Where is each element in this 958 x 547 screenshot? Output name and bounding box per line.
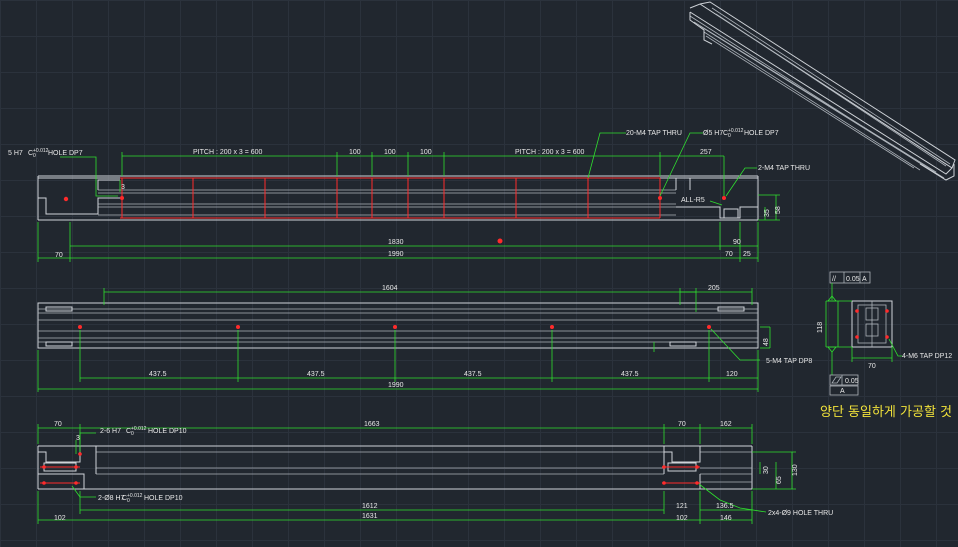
dim-1604: 1604 [382, 285, 398, 292]
label-tap2: 2-M4 TAP THRU [758, 165, 810, 172]
dim-30: 30 [763, 466, 770, 474]
dim-70-bot-a: 70 [54, 421, 62, 428]
middle-view [37, 302, 759, 349]
bottom-view-texts: 70 1663 70 162 2-6 H7 C +0.012 0 HOLE DP… [54, 421, 833, 522]
dim-100c: 100 [420, 149, 432, 156]
dim-70b: 70 [725, 251, 733, 258]
middle-view-texts: 1604 205 437.5 437.5 437.5 437.5 120 199… [149, 285, 812, 389]
dim-102a: 102 [54, 515, 66, 522]
label-hole9: 2x4-Ø9 HOLE THRU [768, 510, 833, 517]
dim-1830: 1830 [388, 239, 404, 246]
label-hole6: 2-6 H7 [100, 428, 121, 435]
label-hole-o5-tol-bot: 0 [728, 133, 731, 139]
label-hole-o5-tol-top: +0.012 [728, 128, 744, 134]
top-view-dimensions [37, 132, 780, 262]
label-5h7-tol-top: +0.012 [33, 148, 49, 154]
dim-118: 118 [817, 322, 824, 333]
dim-1631: 1631 [362, 513, 378, 520]
dim-90: 90 [733, 239, 741, 246]
label-5h7-tol: C [28, 150, 33, 157]
dim-437-2: 437.5 [307, 371, 325, 378]
dim-48: 48 [763, 338, 770, 346]
dim-205: 205 [708, 285, 720, 292]
dim-437-1: 437.5 [149, 371, 167, 378]
dim-130: 130 [792, 464, 799, 476]
top-view [37, 175, 759, 244]
label-flatness: 0.05 [846, 276, 860, 283]
isometric-view [689, 1, 956, 181]
label-tap20: 20-M4 TAP THRU [626, 130, 682, 137]
label-hole-o5-tail: HOLE DP7 [744, 130, 779, 137]
label-hole6-tol-bot: 0 [131, 431, 134, 437]
top-view-hole-lines [121, 178, 661, 218]
dim-3: 3 [121, 184, 125, 191]
label-parallel: 0.05 [845, 378, 859, 385]
dim-70-bot-b: 70 [678, 421, 686, 428]
dim-pitch-right: PITCH : 200 x 3 = 600 [515, 149, 585, 156]
label-hole8-tail: HOLE DP10 [144, 495, 183, 502]
label-hole-o5-tol: C [723, 130, 728, 137]
dim-102b: 102 [676, 515, 688, 522]
dim-437-3: 437.5 [464, 371, 482, 378]
label-tap4: 4-M6 TAP DP12 [902, 353, 952, 360]
dim-121: 121 [676, 503, 688, 510]
label-all-r5: ALL-R5 [681, 197, 705, 204]
dim-120: 120 [726, 371, 738, 378]
middle-view-dimensions [37, 288, 771, 392]
machining-note: 양단 동일하게 가공할 것 [820, 405, 952, 420]
bottom-view [37, 445, 753, 490]
label-5h7-tail: HOLE DP7 [48, 150, 83, 157]
dim-162: 162 [720, 421, 732, 428]
label-5h7: 5 H7 [8, 150, 23, 157]
top-view-texts: 5 H7 C +0.012 0 HOLE DP7 PITCH : 200 x 3… [8, 128, 810, 259]
bottom-view-dimensions [37, 424, 796, 524]
dim-25: 25 [743, 251, 751, 258]
label-5h7-tol-bot: 0 [33, 153, 36, 159]
dim-1990: 1990 [388, 251, 404, 258]
label-hole8-tol: C [122, 495, 127, 502]
label-tap5: 5-M4 TAP DP8 [766, 358, 812, 365]
label-flatness-ref: A [862, 276, 867, 283]
dim-437-4: 437.5 [621, 371, 639, 378]
label-hole6-tol: C [126, 428, 131, 435]
dim-100a: 100 [349, 149, 361, 156]
dim-3-bot: 3 [76, 435, 80, 442]
label-hole8-tol-bot: 0 [127, 498, 130, 504]
dim-1990-mid: 1990 [388, 382, 404, 389]
label-hole6-tail: HOLE DP10 [148, 428, 187, 435]
dim-100b: 100 [384, 149, 396, 156]
dim-65: 65 [776, 476, 783, 484]
section-view: // 0.05 A 118 70 4-M6 TAP DP12 0.05 A [817, 271, 952, 396]
dim-58: 58 [775, 206, 782, 214]
parallel-symbol: // [832, 276, 836, 283]
dim-257: 257 [700, 149, 712, 156]
dim-1663: 1663 [364, 421, 380, 428]
label-datum: A [840, 388, 845, 395]
dim-70-section: 70 [868, 363, 876, 370]
label-hole6-tol-top: +0.012 [131, 426, 147, 432]
dim-1612: 1612 [362, 503, 378, 510]
label-hole8-tol-top: +0.012 [127, 493, 143, 499]
label-hole8: 2-Ø8 H7 [98, 495, 125, 502]
dim-146: 146 [720, 515, 732, 522]
dim-35: 35 [764, 209, 771, 217]
dim-70a: 70 [55, 252, 63, 259]
label-hole-o5: Ø5 H7 [703, 130, 723, 137]
dim-136: 136.5 [716, 503, 734, 510]
dim-pitch-left: PITCH : 200 x 3 = 600 [193, 149, 263, 156]
